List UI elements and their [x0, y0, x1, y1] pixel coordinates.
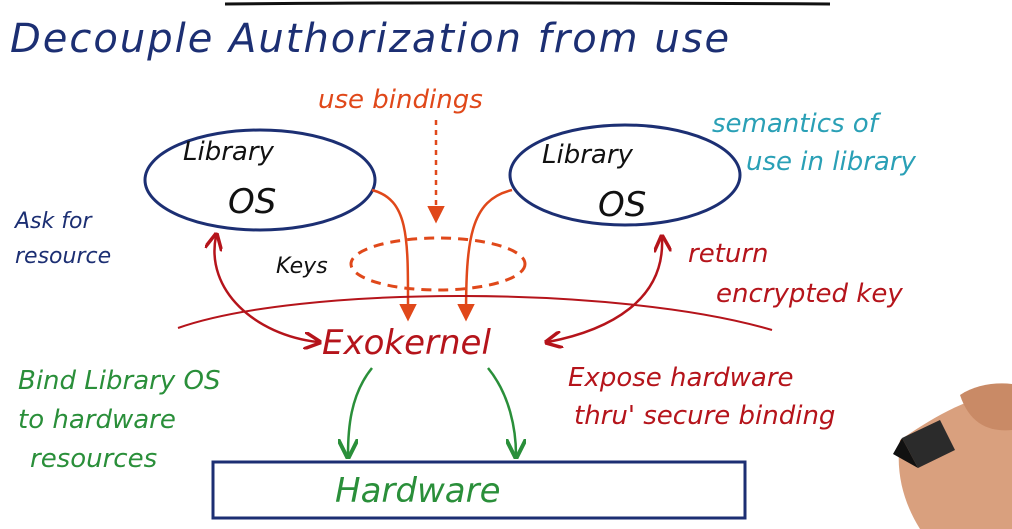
binding-curve-left [371, 188, 417, 322]
library-os-right-line-2: OS [598, 185, 646, 225]
return-key-arrow [548, 238, 662, 342]
ask-for-line-2: resource [15, 244, 111, 269]
page-title: Decouple Authorization from use [10, 16, 731, 62]
expose-line-2: thru' secure binding [574, 401, 835, 431]
ask-for-line-1: Ask for [13, 209, 93, 234]
return-key-line-1: return [688, 239, 769, 269]
bind-library-line-3: resources [30, 444, 157, 474]
use-bindings-label: use bindings [318, 85, 483, 115]
hardware-arrow-left [348, 367, 373, 455]
binding-curve-right [457, 188, 513, 322]
semantics-line-1: semantics of [712, 109, 882, 139]
library-os-left-ellipse [143, 128, 377, 232]
keys-label: Keys [276, 254, 328, 279]
bind-library-line-2: to hardware [18, 405, 176, 435]
top-edge-line [224, 1, 831, 6]
expose-line-1: Expose hardware [568, 363, 794, 393]
semantics-line-2: use in library [746, 147, 917, 177]
hardware-box [211, 460, 747, 520]
library-os-right-line-1: Library [542, 140, 634, 170]
keys-dashed-ellipse [349, 236, 527, 292]
hardware-arrow-right [487, 367, 516, 455]
ask-resource-arrow [214, 236, 318, 342]
hand-with-marker [893, 383, 1012, 529]
library-os-left-line-2: OS [228, 182, 276, 222]
library-os-left-line-1: Library [183, 137, 275, 167]
return-key-line-2: encrypted key [716, 279, 903, 309]
hardware-label: Hardware [335, 471, 501, 511]
library-os-right-ellipse [508, 123, 742, 227]
exokernel-label: Exokernel [322, 323, 491, 363]
bind-library-line-1: Bind Library OS [18, 366, 220, 396]
